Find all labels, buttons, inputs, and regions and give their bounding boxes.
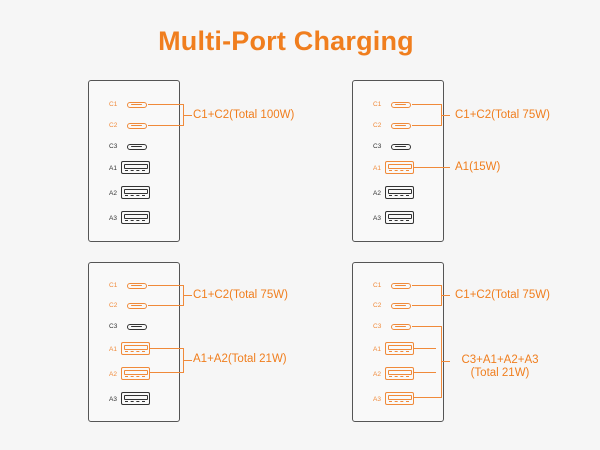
- usb-c-port-c3: [391, 144, 411, 150]
- charger-panel-3: C1 C2 C3 A1 A2 A3: [88, 262, 180, 422]
- bracket: [176, 285, 184, 306]
- annotation-c1-c2: C1+C2(Total 75W): [455, 109, 550, 121]
- usb-a-port-a1: [121, 161, 150, 174]
- port-label-a2: A2: [373, 371, 381, 378]
- usb-c-port-c3: [127, 144, 147, 150]
- leader-line: [414, 167, 450, 168]
- leader-line: [148, 305, 178, 306]
- port-label-c1: C1: [373, 101, 382, 108]
- bracket-stem: [442, 115, 450, 116]
- annotation-c3-a1-a2-a3: C3+A1+A2+A3 (Total 21W): [452, 354, 548, 380]
- port-label-a1: A1: [109, 165, 117, 172]
- port-label-a3: A3: [109, 215, 117, 222]
- usb-c-port-c2: [127, 123, 147, 129]
- port-label-a2: A2: [109, 371, 117, 378]
- usb-a-port-a2: [385, 367, 414, 380]
- usb-a-port-a3: [385, 211, 414, 224]
- port-label-c3: C3: [373, 143, 382, 150]
- bracket-stem: [442, 295, 450, 296]
- port-label-a3: A3: [109, 396, 117, 403]
- usb-a-port-a2: [385, 186, 414, 199]
- usb-a-port-a1: [385, 342, 414, 355]
- bracket-stem: [184, 360, 192, 361]
- leader-line: [414, 372, 436, 373]
- annotation-c1-c2: C1+C2(Total 75W): [455, 289, 550, 301]
- port-label-c2: C2: [373, 302, 382, 309]
- port-label-a1: A1: [373, 165, 381, 172]
- leader-line: [150, 372, 178, 373]
- port-label-c1: C1: [109, 101, 118, 108]
- annotation-a1-a2: A1+A2(Total 21W): [193, 353, 287, 365]
- bracket: [176, 104, 184, 126]
- leader-line: [148, 104, 178, 105]
- usb-c-port-c3: [127, 324, 147, 330]
- bracket: [176, 348, 184, 373]
- bracket-stem: [442, 361, 450, 362]
- bracket: [434, 326, 442, 398]
- usb-a-port-a2: [121, 186, 150, 199]
- leader-line: [148, 285, 178, 286]
- port-label-a1: A1: [109, 346, 117, 353]
- usb-c-port-c3: [391, 324, 411, 330]
- port-label-a2: A2: [109, 190, 117, 197]
- charger-panel-1: C1 C2 C3 A1 A2 A3: [88, 80, 180, 242]
- bracket-stem: [184, 115, 192, 116]
- usb-c-port-c1: [391, 102, 411, 108]
- port-label-c2: C2: [373, 122, 382, 129]
- port-label-a3: A3: [373, 215, 381, 222]
- port-label-c2: C2: [109, 302, 118, 309]
- usb-a-port-a1: [385, 161, 414, 174]
- usb-a-port-a2: [121, 367, 150, 380]
- port-label-a2: A2: [373, 190, 381, 197]
- leader-line: [148, 125, 178, 126]
- bracket-stem: [184, 295, 192, 296]
- usb-c-port-c1: [127, 102, 147, 108]
- charger-panel-2: C1 C2 C3 A1 A2 A3: [352, 80, 444, 242]
- annotation-line-1: C3+A1+A2+A3: [461, 354, 539, 366]
- port-label-c3: C3: [109, 143, 118, 150]
- leader-line: [412, 104, 436, 105]
- usb-a-port-a3: [385, 392, 414, 405]
- page-title: Multi-Port Charging: [158, 26, 414, 56]
- port-label-a3: A3: [373, 396, 381, 403]
- leader-line: [412, 125, 436, 126]
- usb-c-port-c1: [391, 283, 411, 289]
- annotation-c1-c2: C1+C2(Total 75W): [193, 289, 288, 301]
- leader-line: [150, 348, 178, 349]
- leader-line: [412, 285, 436, 286]
- port-label-c3: C3: [109, 323, 118, 330]
- usb-a-port-a1: [121, 342, 150, 355]
- port-label-c1: C1: [109, 282, 118, 289]
- annotation-c1-c2: C1+C2(Total 100W): [193, 109, 295, 121]
- port-label-c3: C3: [373, 323, 382, 330]
- charger-panel-4: C1 C2 C3 A1 A2 A3: [352, 262, 444, 422]
- leader-line: [412, 326, 436, 327]
- usb-a-port-a3: [121, 211, 150, 224]
- annotation-a1: A1(15W): [455, 161, 501, 173]
- port-label-c1: C1: [373, 282, 382, 289]
- usb-c-port-c2: [391, 123, 411, 129]
- usb-c-port-c1: [127, 283, 147, 289]
- annotation-line-2: (Total 21W): [470, 367, 530, 379]
- bracket: [434, 104, 442, 126]
- leader-line: [412, 305, 436, 306]
- leader-line: [414, 348, 436, 349]
- port-label-a1: A1: [373, 346, 381, 353]
- usb-c-port-c2: [127, 303, 147, 309]
- leader-line: [414, 397, 436, 398]
- port-label-c2: C2: [109, 122, 118, 129]
- bracket: [434, 285, 442, 306]
- usb-c-port-c2: [391, 303, 411, 309]
- usb-a-port-a3: [121, 392, 150, 405]
